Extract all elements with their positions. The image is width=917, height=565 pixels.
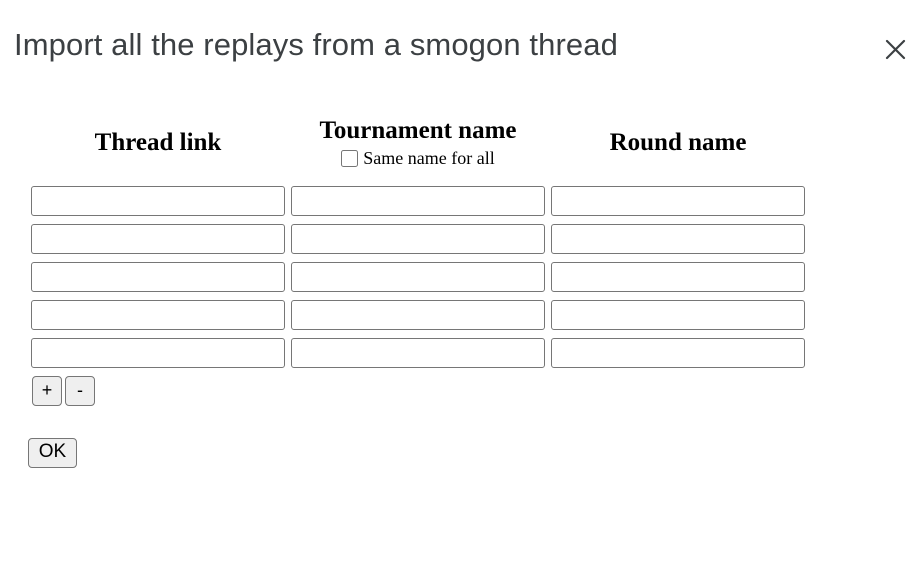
thread-link-input[interactable]: [31, 224, 285, 254]
column-header-tournament-name-label: Tournament name: [319, 117, 517, 144]
thread-link-input[interactable]: [31, 300, 285, 330]
column-header-tournament-name: Tournament name Same name for all: [288, 117, 548, 169]
thread-link-input[interactable]: [31, 338, 285, 368]
round-name-input[interactable]: [551, 262, 805, 292]
same-name-checkbox-label: Same name for all: [363, 148, 495, 168]
row-count-controls: + -: [32, 376, 917, 406]
table-header-row: Thread link Tournament name Same name fo…: [28, 110, 808, 176]
round-name-input[interactable]: [551, 224, 805, 254]
thread-link-input[interactable]: [31, 186, 285, 216]
round-name-input[interactable]: [551, 186, 805, 216]
table-row: [28, 338, 808, 368]
table-row: [28, 300, 808, 330]
replay-import-table: Thread link Tournament name Same name fo…: [28, 110, 808, 368]
same-name-for-all-option: Same name for all: [288, 148, 548, 169]
close-icon: [884, 39, 907, 64]
table-row: [28, 224, 808, 254]
ok-button[interactable]: OK: [28, 438, 77, 468]
same-name-checkbox[interactable]: [341, 150, 359, 167]
column-header-thread-link: Thread link: [94, 129, 222, 156]
thread-link-input[interactable]: [31, 262, 285, 292]
tournament-name-input[interactable]: [291, 338, 545, 368]
round-name-input[interactable]: [551, 338, 805, 368]
tournament-name-input[interactable]: [291, 300, 545, 330]
tournament-name-input[interactable]: [291, 186, 545, 216]
close-button[interactable]: [884, 38, 907, 61]
remove-row-button[interactable]: -: [65, 376, 95, 406]
table-rows: [28, 186, 808, 368]
tournament-name-input[interactable]: [291, 224, 545, 254]
table-row: [28, 186, 808, 216]
round-name-input[interactable]: [551, 300, 805, 330]
dialog-header: Import all the replays from a smogon thr…: [0, 0, 917, 66]
table-row: [28, 262, 808, 292]
dialog-title: Import all the replays from a smogon thr…: [14, 27, 618, 62]
add-row-button[interactable]: +: [32, 376, 62, 406]
tournament-name-input[interactable]: [291, 262, 545, 292]
ok-row: OK: [28, 438, 917, 468]
column-header-round-name: Round name: [609, 129, 747, 156]
